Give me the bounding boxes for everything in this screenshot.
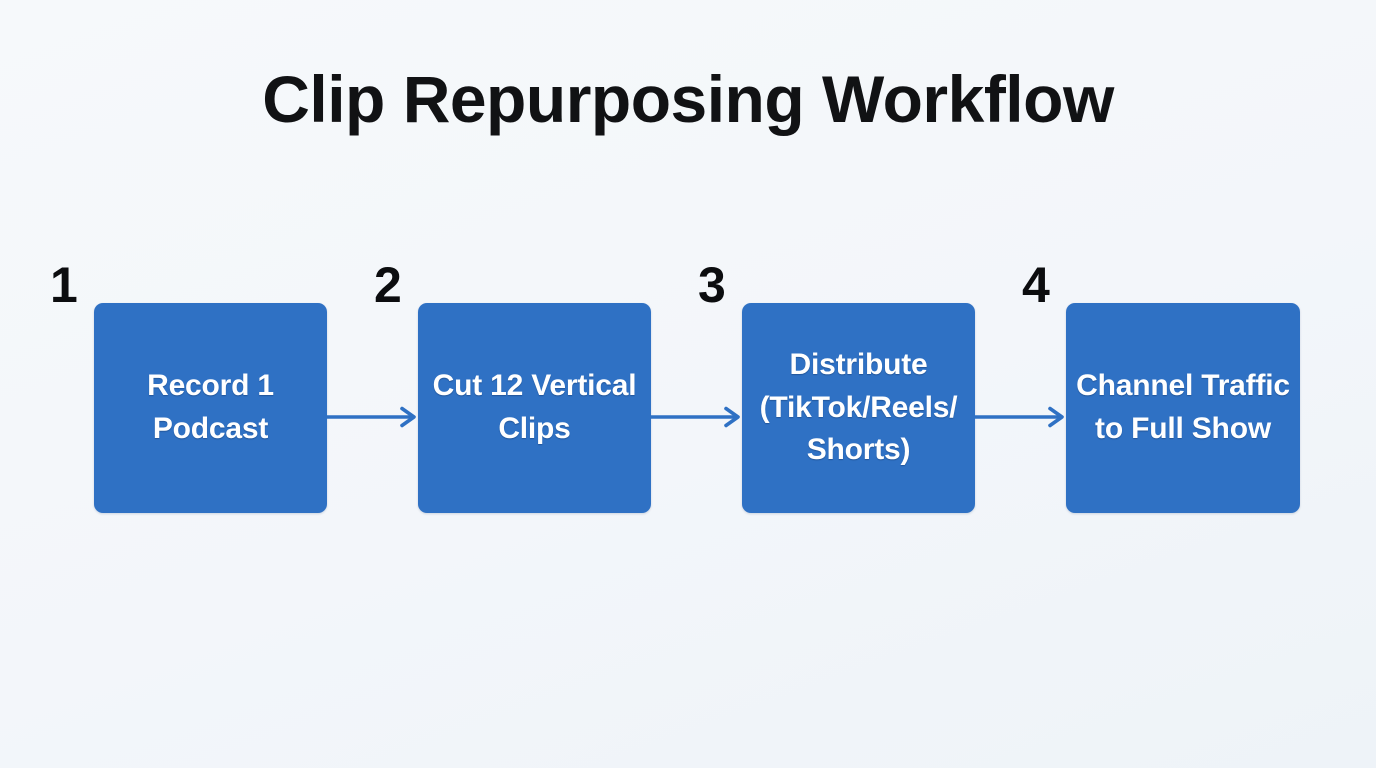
step-label-3: Distribute (TikTok/Reels/Shorts) <box>759 348 958 467</box>
step-number-3: 3 <box>698 257 726 313</box>
step-box-3[interactable]: Distribute (TikTok/Reels/Shorts) <box>742 303 975 513</box>
step-box-2[interactable]: Cut 12 Vertical Clips <box>418 303 651 513</box>
flow-step-1[interactable]: 1 Record 1 Podcast <box>50 260 327 513</box>
step-number-4: 4 <box>1022 257 1050 313</box>
connector-3-4 <box>975 405 1066 429</box>
step-label-1: Record 1 Podcast <box>147 369 274 445</box>
step-box-4[interactable]: Channel Traffic to Full Show <box>1066 303 1300 513</box>
step-number-2: 2 <box>374 257 402 313</box>
step-label-4: Channel Traffic to Full Show <box>1076 369 1290 445</box>
workflow-flowchart: 1 Record 1 Podcast 2 Cut 12 Vertical Cli… <box>50 260 1300 513</box>
connector-1-2 <box>327 405 418 429</box>
connector-2-3 <box>651 405 742 429</box>
arrow-right-icon <box>975 406 1064 428</box>
flow-step-2[interactable]: 2 Cut 12 Vertical Clips <box>374 260 651 513</box>
flow-step-4[interactable]: 4 Channel Traffic to Full Show <box>1022 260 1300 513</box>
arrow-right-icon <box>651 406 740 428</box>
arrow-right-icon <box>327 406 416 428</box>
step-label-2: Cut 12 Vertical Clips <box>432 369 637 445</box>
step-number-1: 1 <box>50 257 78 313</box>
page-title: Clip Repurposing Workflow <box>262 62 1114 136</box>
flow-step-3[interactable]: 3 Distribute (TikTok/Reels/Shorts) <box>698 260 975 513</box>
step-box-1[interactable]: Record 1 Podcast <box>94 303 327 513</box>
